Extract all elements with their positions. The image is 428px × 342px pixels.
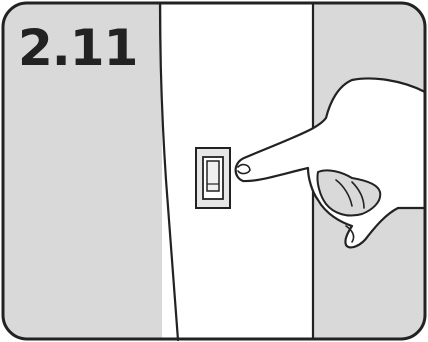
- step-number: 2.11: [18, 18, 137, 78]
- light-switch-icon: [196, 148, 230, 208]
